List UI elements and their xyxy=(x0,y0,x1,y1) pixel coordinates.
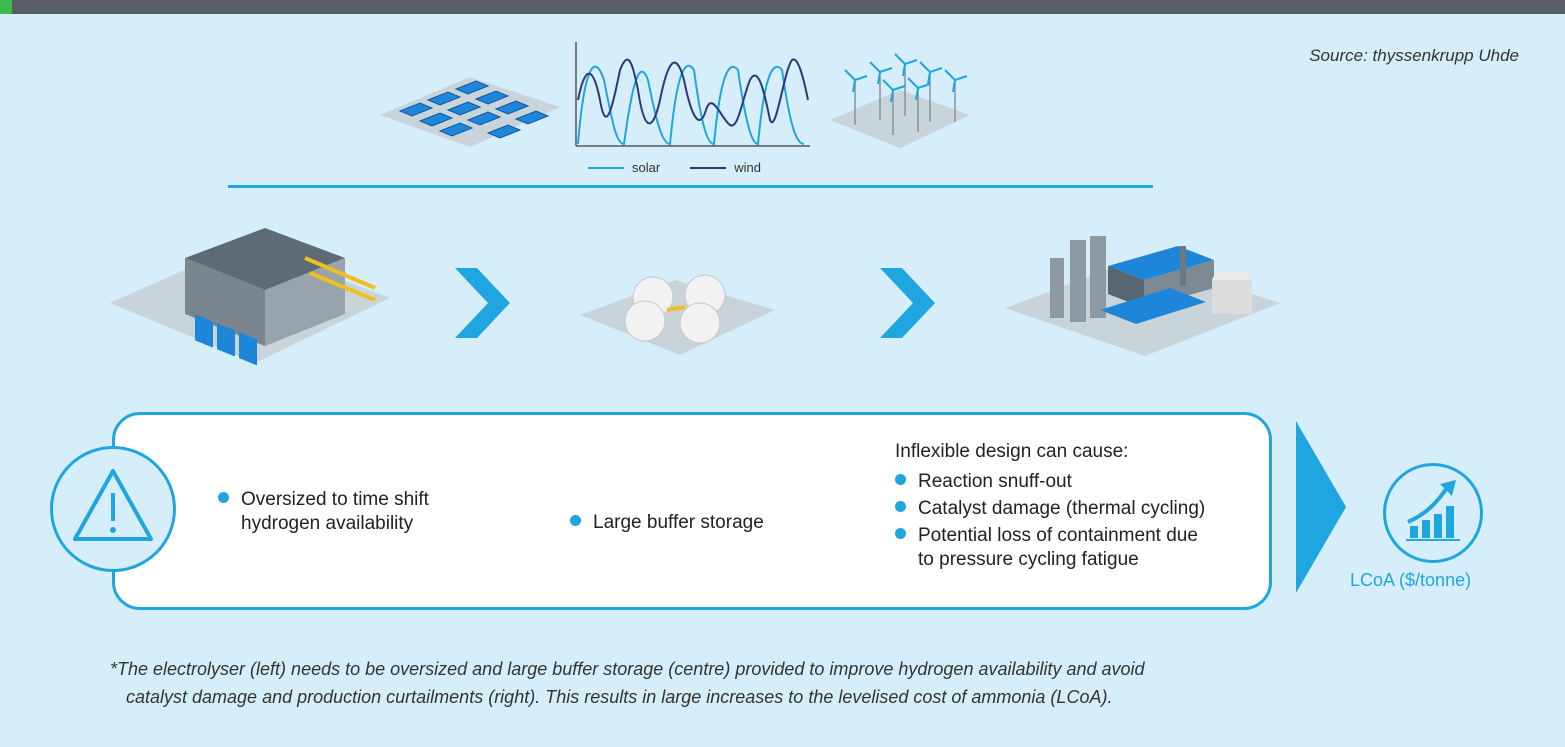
flow-arrow-2 xyxy=(880,268,935,338)
plant-impact-item: Catalyst damage (thermal cycling) xyxy=(895,497,1205,521)
plant-impact-item-line2: to pressure cycling fatigue xyxy=(918,549,1139,570)
impact-box xyxy=(112,412,1272,610)
title-bar xyxy=(0,0,1565,14)
lcoa-label: LCoA ($/tonne) xyxy=(1350,570,1472,590)
bullet xyxy=(895,528,906,540)
solar-legend-swatch xyxy=(588,166,624,169)
bullet xyxy=(218,492,229,504)
flow-arrow-1 xyxy=(455,268,510,338)
footnote-line1: *The electrolyser (left) needs to be ove… xyxy=(110,659,1145,679)
warning-badge xyxy=(50,446,176,572)
result-arrow xyxy=(1296,421,1346,593)
electrolyser-impact: Oversized to time shift hydrogen availab… xyxy=(218,488,429,536)
footnote-line2: catalyst damage and production curtailme… xyxy=(126,687,1113,707)
solar-panels-icon xyxy=(380,77,560,147)
wind-legend-label: wind xyxy=(734,160,761,175)
power-profile-chart xyxy=(575,42,810,147)
plant-impact-item: Reaction snuff-out xyxy=(895,470,1205,494)
storage-impact: Large buffer storage xyxy=(570,511,764,535)
electrolyser-impact-line1: Oversized to time shift xyxy=(241,489,429,510)
buffer-storage-icon xyxy=(580,274,775,355)
lcoa-badge xyxy=(1383,463,1483,563)
plant-impact-item-text: Reaction snuff-out xyxy=(918,471,1072,492)
warning-icon xyxy=(73,469,153,541)
section-divider xyxy=(228,185,1153,188)
storage-impact-text: Large buffer storage xyxy=(593,512,764,533)
chart-legend: solar wind xyxy=(588,160,761,175)
solar-legend-label: solar xyxy=(632,160,661,175)
source-credit: Source: thyssenkrupp Uhde xyxy=(1309,46,1519,65)
rising-cost-icon xyxy=(1406,480,1460,541)
plant-impact-item: Potential loss of containment due to pres… xyxy=(895,524,1205,572)
plant-impact-item-line1: Potential loss of containment due xyxy=(918,525,1198,546)
wind-turbines-icon xyxy=(830,53,970,148)
electrolyser-icon xyxy=(110,228,390,366)
plant-impact-item-text: Catalyst damage (thermal cycling) xyxy=(918,498,1206,519)
bullet xyxy=(895,474,906,486)
plant-impact-heading: Inflexible design can cause: xyxy=(895,441,1129,462)
ammonia-plant-icon xyxy=(1005,236,1280,356)
wind-legend-swatch xyxy=(690,166,727,169)
bullet xyxy=(570,515,581,527)
plant-impact: Inflexible design can cause: Reaction sn… xyxy=(895,440,1205,575)
electrolyser-impact-line2: hydrogen availability xyxy=(241,513,414,534)
bullet xyxy=(895,501,906,513)
title-bar-accent xyxy=(0,0,12,14)
footnote: *The electrolyser (left) needs to be ove… xyxy=(110,655,1460,711)
